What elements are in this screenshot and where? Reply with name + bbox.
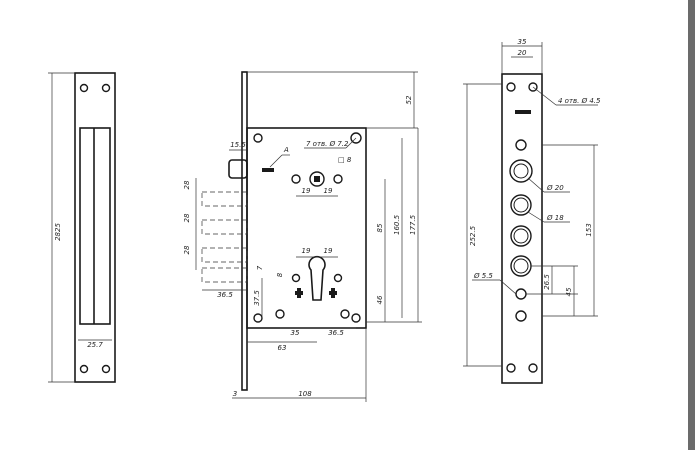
dim-latch-offset: 15.5 (230, 141, 246, 149)
faceplate-spacing-dim: 20 (518, 49, 527, 57)
bolt-hole-inner (513, 258, 529, 274)
window-edge-bar (688, 0, 695, 450)
faceplate-dist-265: 26.5 (543, 274, 551, 290)
dim-spindle-offset: 19 (302, 187, 311, 195)
side-hole-note: 7 отв. Ø 7.2 (306, 140, 349, 148)
bolt-hole-inner (513, 197, 529, 213)
front-view: 2825 25.7 (48, 72, 116, 383)
case-rivet (253, 313, 263, 323)
cam-mark (295, 288, 303, 298)
dim-bolt-depth: 36.5 (217, 291, 233, 299)
dim-cyl-offset-b: 19 (324, 247, 333, 255)
cam-mark (329, 288, 337, 298)
case-hole (291, 174, 301, 184)
faceplate-dia-20: Ø 20 (546, 184, 564, 192)
dim-total-height: 177.5 (409, 214, 417, 235)
case-hole (340, 309, 350, 319)
faceplate-dist-45: 45 (565, 287, 573, 296)
faceplate-screw-hole (506, 363, 516, 373)
dim-hole-span: 160.5 (393, 214, 401, 235)
strike-hole (101, 364, 111, 374)
dim-cyl-height: 8 (276, 272, 284, 277)
faceplate-small-hole (515, 288, 527, 300)
case-hole (333, 273, 343, 283)
dim-backset: 63 (278, 344, 287, 352)
strike-pocket (79, 127, 111, 325)
case-hole (333, 174, 343, 184)
dim-cyl-offset: 19 (302, 247, 311, 255)
side-view: 52 177.5 160.5 85 46 37.5 36.5 28 28 28 … (183, 71, 422, 402)
faceplate-screw-hole (528, 363, 538, 373)
faceplate-dia-55: Ø 5.5 (473, 272, 493, 280)
faceplate-outline (501, 73, 543, 384)
faceplate-dia-18: Ø 18 (546, 214, 564, 222)
detail-ref: A (283, 146, 289, 154)
dim-screw-x1: 35 (291, 329, 300, 337)
latch-spring (262, 168, 274, 172)
faceplate-length-dim: 252.5 (469, 225, 477, 246)
faceplate-width-dim: 35 (518, 38, 527, 46)
dim-spindle-offset-b: 19 (324, 187, 333, 195)
dim-top-offset: 52 (405, 95, 413, 104)
bolt-hole-inner (513, 163, 529, 179)
faceplate-screw-hole (506, 82, 516, 92)
case-rivet (351, 313, 361, 323)
bolt-hole-inner (513, 228, 529, 244)
dim-square: □ 8 (338, 156, 352, 164)
case-hole (291, 273, 301, 283)
strike-hole (101, 83, 111, 93)
dim-case-width: 108 (298, 390, 312, 398)
dim-cyl-small: 7 (256, 265, 264, 270)
dim-cyl-lower: 46 (376, 295, 384, 304)
faceplate-bolt-span: 153 (585, 223, 593, 236)
dim-bolt-pitch-3: 28 (183, 245, 191, 254)
strike-plate-outline (74, 72, 116, 383)
strike-hole (79, 364, 89, 374)
dim-bolt-pitch-2: 28 (183, 213, 191, 222)
dim-plate-thickness: 3 (233, 390, 237, 398)
latch-bolt (228, 159, 248, 179)
faceplate-view: 35 20 4 отв. Ø 4.5 252.5 153 Ø 20 Ø 18 Ø… (463, 38, 601, 384)
front-width-dim: 25.7 (87, 341, 103, 349)
dim-bolt-pitch-1: 28 (183, 180, 191, 189)
latch-slot (515, 110, 531, 114)
case-rivet (253, 133, 263, 143)
cylinder-cutout (308, 255, 326, 301)
faceplate-hole-note: 4 отв. Ø 4.5 (558, 97, 601, 105)
dim-axis-dist: 85 (376, 223, 384, 232)
spindle-square (314, 176, 320, 182)
front-height-dim: 2825 (54, 223, 62, 241)
strike-hole (79, 83, 89, 93)
case-hole (275, 309, 285, 319)
faceplate-small-hole (515, 139, 527, 151)
dim-backset-left: 37.5 (253, 290, 261, 306)
dim-screw-x2: 36.5 (328, 329, 344, 337)
faceplate-small-hole (515, 310, 527, 322)
deadbolts (201, 191, 248, 283)
